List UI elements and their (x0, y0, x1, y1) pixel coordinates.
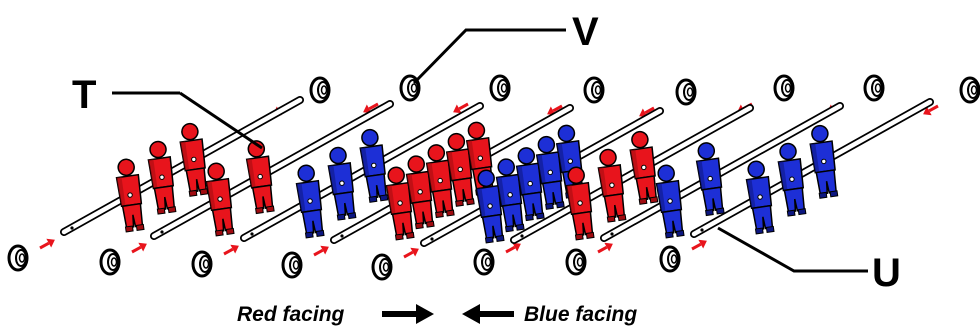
labels-layer: T V U Red facing Blue facing (72, 10, 901, 326)
arrow-right-icon (382, 304, 434, 324)
player-rod (510, 104, 754, 244)
red-player-figure (179, 122, 209, 197)
bumper-ring-icon (863, 74, 885, 102)
bumper-ring-icon (99, 248, 121, 276)
blue-player-figure (359, 128, 389, 203)
insertion-arrow-icon (313, 245, 329, 257)
bumper-ring-icon (473, 248, 495, 276)
insertion-arrow-icon (453, 102, 469, 114)
leader-line-v (412, 28, 566, 85)
blue-player-figure (695, 142, 725, 217)
red-player-figure (629, 130, 659, 205)
blue-player-figure (295, 164, 325, 239)
bumper-ring-icon (773, 74, 795, 102)
bumper-ring-icon (565, 248, 587, 276)
insertion-arrow-icon (597, 242, 613, 254)
red-player-figure (597, 148, 627, 223)
leader-line-u (717, 226, 868, 273)
insertion-arrow-icon (691, 239, 707, 251)
bumper-ring-icon (191, 250, 213, 278)
caption-blue-facing: Blue facing (524, 303, 637, 326)
red-player-figure (115, 158, 145, 233)
bumper-ring-icon (659, 245, 681, 273)
insertion-arrow-icon (131, 242, 147, 254)
insertion-arrow-icon (39, 238, 55, 250)
red-player-figure (405, 155, 435, 230)
bumper-ring-icon (583, 76, 605, 104)
insertion-arrow-icon (923, 104, 939, 116)
bumper-ring-icon (281, 251, 303, 279)
red-player-figure (245, 140, 275, 215)
blue-player-figure (809, 124, 839, 199)
bumper-ring-icon (309, 76, 331, 104)
blue-player-figure (535, 135, 565, 210)
red-player-figure (425, 144, 455, 219)
blue-player-figure (515, 147, 545, 222)
player-rod (600, 102, 844, 242)
bumper-ring-icon (959, 76, 980, 104)
red-player-figure (385, 166, 415, 241)
caption-red-facing: Red facing (237, 303, 345, 326)
blue-player-figure (495, 158, 525, 233)
red-player-figure (445, 132, 475, 207)
insertion-arrow-icon (505, 242, 521, 254)
blue-player-figure (745, 160, 775, 235)
label-v: V (572, 10, 599, 54)
blue-player-figure (327, 146, 357, 221)
insertion-arrow-icon (223, 244, 239, 256)
bumper-ring-icon (371, 253, 393, 281)
rods-layer (7, 74, 980, 281)
player-rod (690, 98, 934, 238)
red-player-figure (565, 166, 595, 241)
blue-player-figure (655, 164, 685, 239)
bumper-ring-icon (675, 78, 697, 106)
leader-line-t-diag (179, 91, 263, 150)
insertion-arrow-icon (403, 247, 419, 259)
label-t: T (72, 73, 96, 117)
red-player-figure (147, 140, 177, 215)
red-player-figure (205, 162, 235, 237)
blue-player-figure (777, 142, 807, 217)
label-u: U (872, 251, 901, 295)
blue-player-figure (475, 169, 505, 244)
player-rod (60, 96, 304, 236)
bumper-ring-icon (489, 74, 511, 102)
bumper-ring-icon (7, 244, 29, 272)
player-rod (240, 102, 484, 242)
player-rod (150, 100, 394, 240)
arrow-left-icon (462, 304, 514, 324)
